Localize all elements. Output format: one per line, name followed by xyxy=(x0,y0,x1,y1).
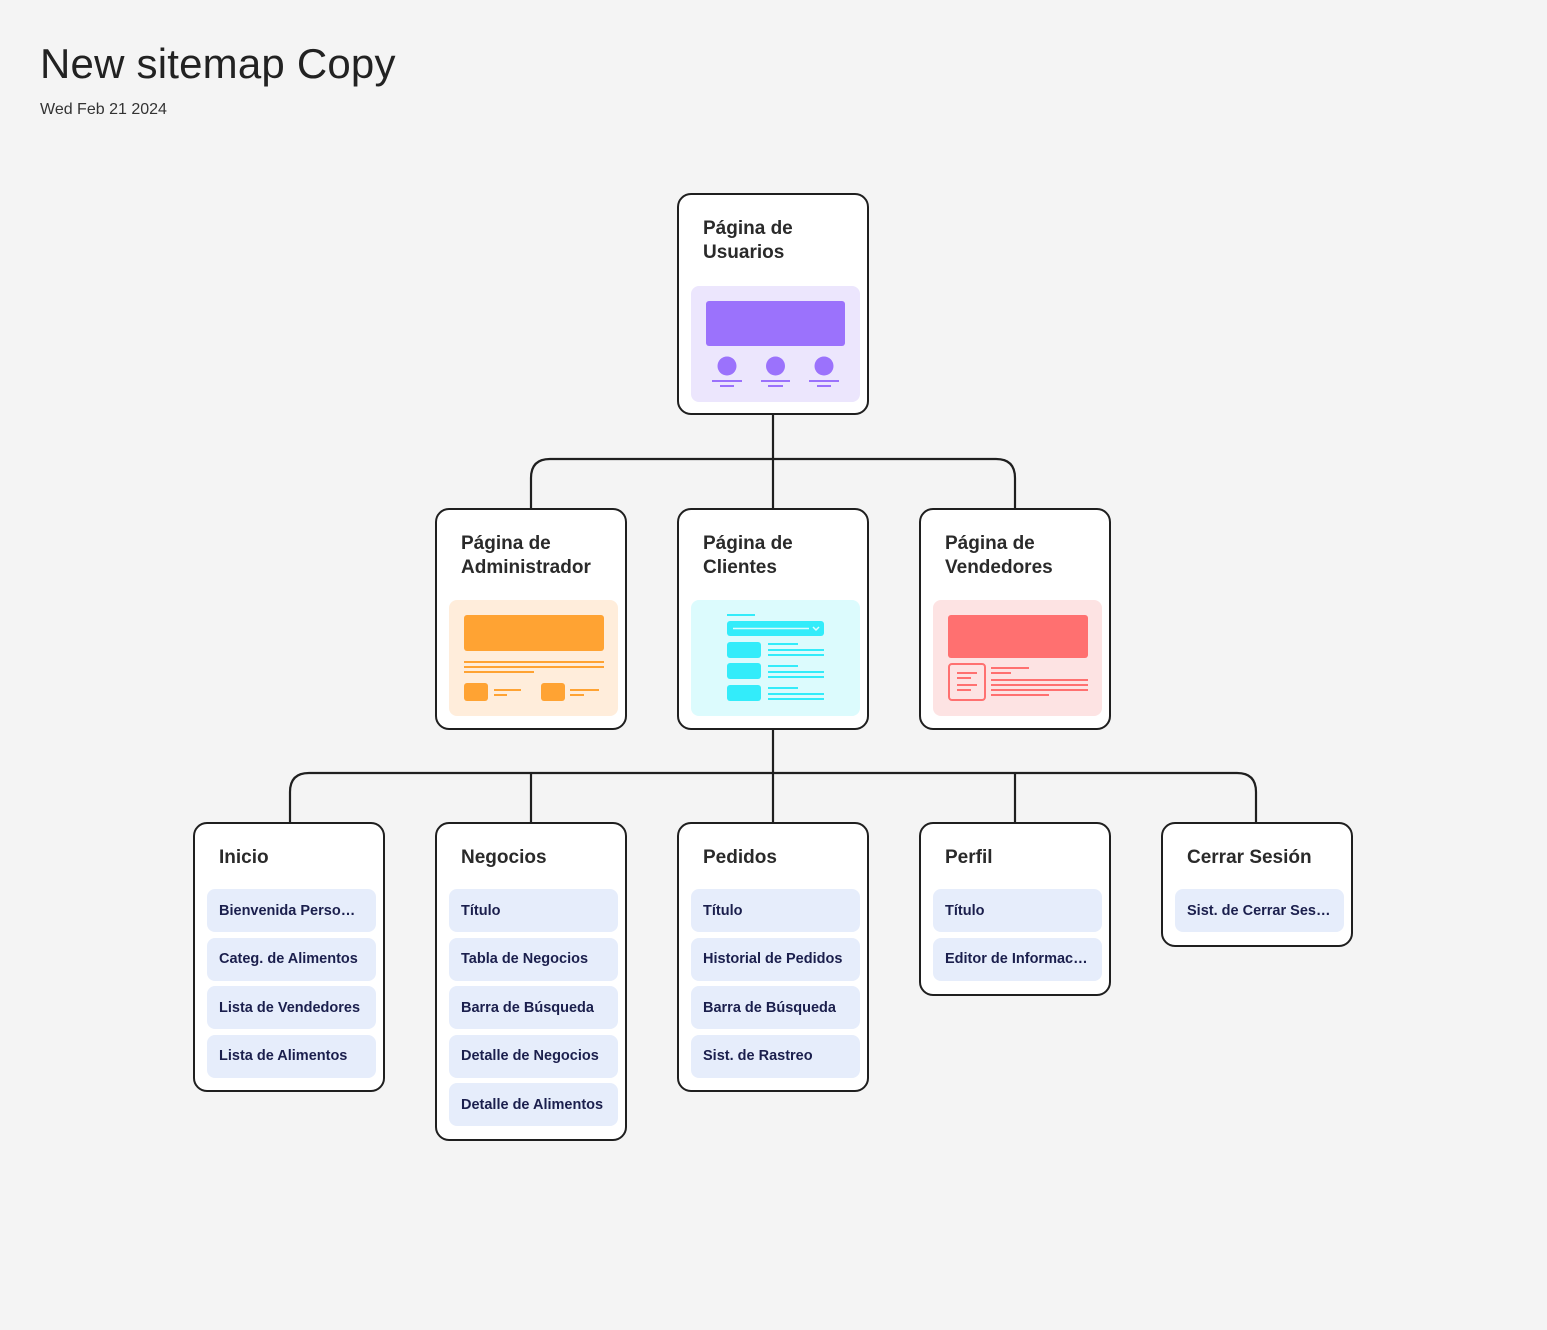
card-title: Inicio xyxy=(219,847,269,868)
list-item[interactable]: Lista de Vendedores xyxy=(207,986,376,1029)
item-label: Tabla de Negocios xyxy=(461,951,589,967)
item-label: Lista de Vendedores xyxy=(219,999,361,1016)
item-label: Título xyxy=(703,902,743,919)
item-label: Barra de Búsqueda xyxy=(461,999,594,1016)
item-label: Detalle de Negocios xyxy=(461,1048,599,1064)
card-title: Página de Usuarios xyxy=(703,218,793,263)
item-list: Bienvenida Personalizada Categ. de Alime… xyxy=(207,889,376,1083)
card-pedidos[interactable]: Pedidos Título Historial de Pedidos Barr… xyxy=(677,822,869,1092)
item-label: Sist. de Cerrar Sesión xyxy=(1187,902,1332,919)
connector-level2-bus xyxy=(288,771,1258,822)
list-item[interactable]: Tabla de Negocios xyxy=(449,937,618,981)
item-label: Historial de Pedidos xyxy=(703,951,843,967)
card-negocios[interactable]: Negocios Título Tabla de Negocios Barra … xyxy=(435,822,627,1141)
card-usuarios[interactable]: Página de Usuarios xyxy=(677,193,869,415)
list-item[interactable]: Bienvenida Personalizada xyxy=(207,889,376,932)
list-item[interactable]: Título xyxy=(449,889,618,932)
item-list: Título Editor de Información xyxy=(933,889,1102,986)
list-item[interactable]: Título xyxy=(933,889,1102,932)
list-item[interactable]: Lista de Alimentos xyxy=(207,1034,376,1078)
item-label: Editor de Información xyxy=(945,951,1090,967)
card-cerrar-sesion[interactable]: Cerrar Sesión Sist. de Cerrar Sesión xyxy=(1161,822,1353,947)
card-title: Negocios xyxy=(461,847,547,868)
list-item[interactable]: Categ. de Alimentos xyxy=(207,937,376,981)
list-item[interactable]: Barra de Búsqueda xyxy=(449,986,618,1029)
card-perfil[interactable]: Perfil Título Editor de Información xyxy=(919,822,1111,996)
item-list: Título Historial de Pedidos Barra de Bús… xyxy=(691,889,860,1083)
item-label: Lista de Alimentos xyxy=(219,1048,348,1064)
item-label: Título xyxy=(945,902,985,919)
item-label: Sist. de Rastreo xyxy=(703,1048,813,1064)
list-item[interactable]: Editor de Información xyxy=(933,937,1102,981)
list-item[interactable]: Barra de Búsqueda xyxy=(691,986,860,1029)
connector-level1-bus xyxy=(529,457,1017,508)
card-title: Perfil xyxy=(945,847,993,868)
card-title: Página de Administrador xyxy=(461,533,591,578)
page-date: Wed Feb 21 2024 xyxy=(40,101,167,118)
list-item[interactable]: Detalle de Alimentos xyxy=(449,1083,618,1126)
list-item[interactable]: Detalle de Negocios xyxy=(449,1034,618,1078)
card-title: Página de Vendedores xyxy=(945,533,1053,578)
card-administrador[interactable]: Página de Administrador xyxy=(435,508,627,730)
page-title: New sitemap Copy xyxy=(40,40,396,87)
list-item[interactable]: Historial de Pedidos xyxy=(691,937,860,981)
card-title: Cerrar Sesión xyxy=(1187,847,1312,868)
item-label: Bienvenida Personalizada xyxy=(219,902,364,919)
profile-icon xyxy=(933,600,1102,716)
card-inicio[interactable]: Inicio Bienvenida Personalizada Categ. d… xyxy=(193,822,385,1092)
item-label: Barra de Búsqueda xyxy=(703,999,836,1016)
dashboard-icon xyxy=(449,600,618,716)
card-vendedores[interactable]: Página de Vendedores xyxy=(919,508,1111,730)
card-clientes[interactable]: Página de Clientes xyxy=(677,508,869,730)
item-label: Título xyxy=(461,902,501,919)
item-list: Título Tabla de Negocios Barra de Búsque… xyxy=(449,889,618,1132)
item-list: Sist. de Cerrar Sesión xyxy=(1175,889,1344,938)
card-title: Página de Clientes xyxy=(703,533,793,578)
list-icon xyxy=(691,600,860,716)
list-item[interactable]: Título xyxy=(691,889,860,932)
item-label: Categ. de Alimentos xyxy=(219,951,358,967)
users-icon xyxy=(691,286,860,402)
list-item[interactable]: Sist. de Rastreo xyxy=(691,1034,860,1078)
list-item[interactable]: Sist. de Cerrar Sesión xyxy=(1175,889,1344,932)
card-title: Pedidos xyxy=(703,847,777,868)
item-label: Detalle de Alimentos xyxy=(461,1096,604,1113)
